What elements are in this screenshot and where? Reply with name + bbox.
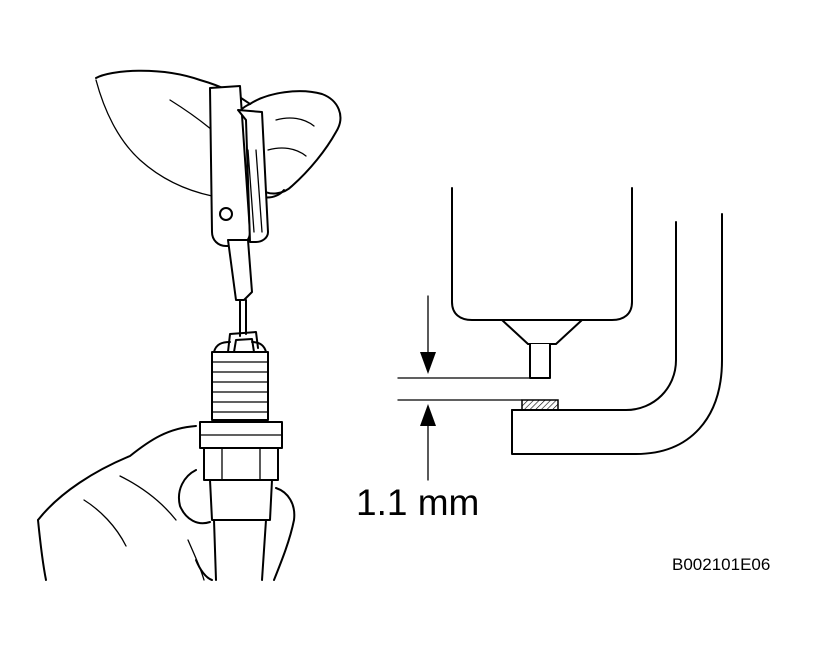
gauge-pivot (219, 207, 233, 221)
spark-plug (199, 331, 283, 581)
electrode-gap-detail (397, 187, 723, 481)
ground-electrode-tip (521, 399, 559, 411)
feeler-gauge-blade (227, 239, 253, 301)
ground-electrode (511, 221, 677, 411)
gap-measurement-label: 1.1 mm (356, 482, 480, 523)
insulator-body (451, 187, 633, 321)
feeler-gauge-illustration (37, 69, 342, 581)
upper-hand (95, 69, 342, 195)
figure-id: B002101E06 (672, 555, 771, 574)
lower-hand (37, 425, 197, 521)
center-electrode (529, 344, 551, 379)
